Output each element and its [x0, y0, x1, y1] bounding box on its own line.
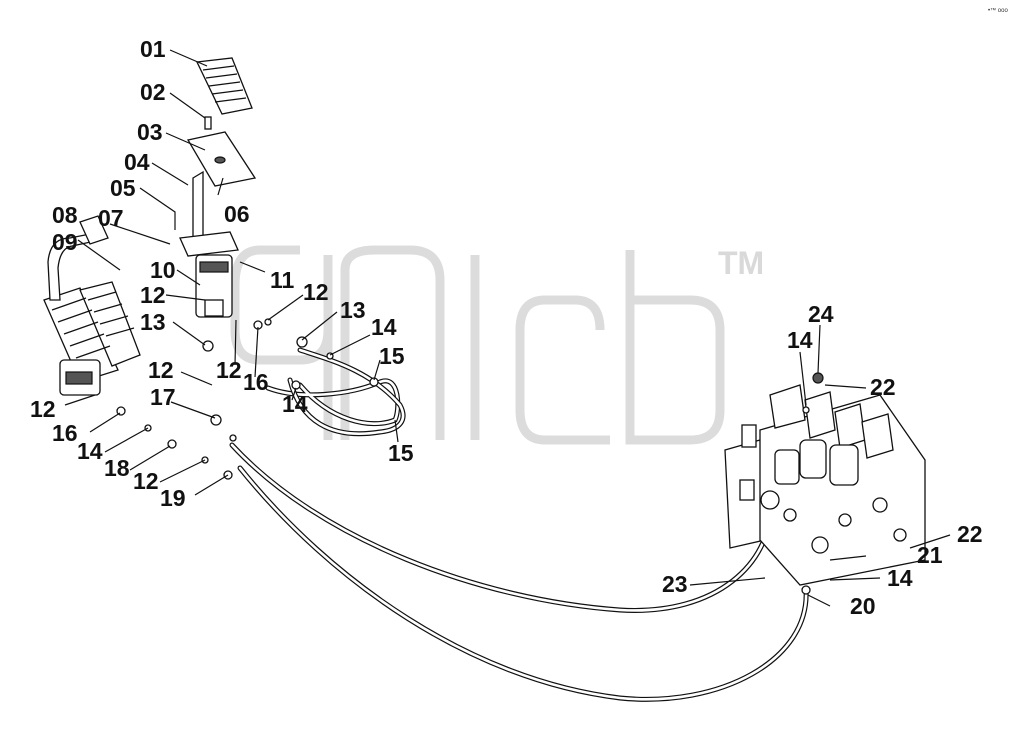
callout-05: 05 [110, 175, 136, 201]
callout-06: 06 [224, 201, 250, 227]
callout-11: 11 [270, 267, 295, 293]
callout-09: 09 [52, 229, 78, 255]
callout-14-e: 14 [887, 565, 913, 591]
control-valve [724, 372, 926, 586]
callout-13-b: 13 [340, 297, 366, 323]
callout-18: 18 [104, 455, 130, 481]
callout-10: 10 [150, 257, 176, 283]
watermark-trademark: TM [718, 245, 764, 281]
callout-16-a: 16 [243, 369, 269, 395]
callout-12-b: 12 [303, 279, 329, 305]
callout-labels: 01 02 03 04 05 06 07 08 09 10 11 12 12 1… [30, 36, 983, 619]
callout-14-b: 14 [282, 391, 308, 417]
callout-14-c: 14 [77, 438, 103, 464]
callout-17: 17 [150, 384, 176, 410]
callout-13-a: 13 [140, 309, 166, 335]
callout-16-b: 16 [52, 420, 78, 446]
fittings [116, 318, 811, 595]
single-pedal [179, 57, 257, 318]
callout-02: 02 [140, 79, 166, 105]
dual-pedal [43, 215, 141, 396]
callout-04: 04 [124, 149, 150, 175]
callout-12-d: 12 [216, 357, 242, 383]
callout-24: 24 [808, 301, 834, 327]
callout-01: 01 [140, 36, 166, 62]
callout-12-e: 12 [30, 396, 56, 422]
callout-07: 07 [98, 205, 124, 231]
hose-lines [229, 347, 809, 702]
callout-15-b: 15 [388, 440, 414, 466]
callout-03: 03 [137, 119, 163, 145]
callout-14-a: 14 [371, 314, 397, 340]
callout-14-d: 14 [787, 327, 813, 353]
corner-mark: •™ ooo [988, 7, 1008, 14]
callout-12-c: 12 [148, 357, 174, 383]
callout-12-f: 12 [133, 468, 159, 494]
callout-12-a: 12 [140, 282, 166, 308]
callout-20: 20 [850, 593, 876, 619]
callout-08: 08 [52, 202, 78, 228]
callout-19: 19 [160, 485, 186, 511]
callout-23: 23 [662, 571, 688, 597]
callout-22-b: 22 [957, 521, 983, 547]
callout-22-a: 22 [870, 374, 896, 400]
callout-15-a: 15 [379, 343, 405, 369]
callout-21: 21 [917, 542, 943, 568]
watermark-logo: TM [230, 245, 764, 445]
leader-lines [64, 49, 951, 607]
